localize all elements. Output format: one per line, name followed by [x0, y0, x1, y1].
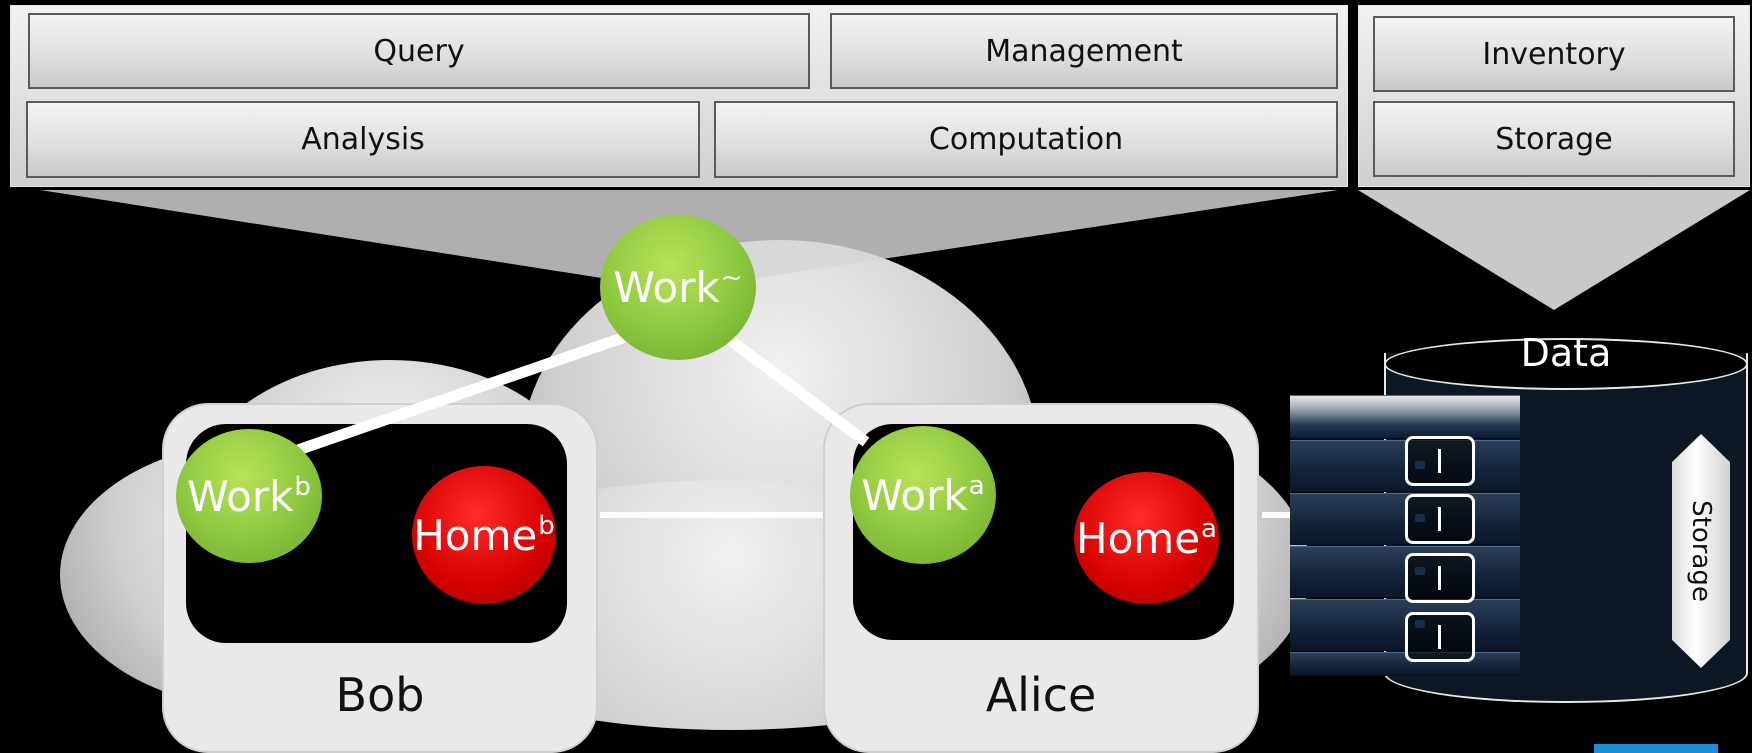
storage-slot-1[interactable]	[1405, 436, 1475, 486]
data-cylinder-top	[1384, 338, 1748, 390]
storage-slot-4[interactable]	[1405, 612, 1475, 662]
home-bob-node[interactable]: Homeb	[412, 466, 556, 604]
storage-slot-3[interactable]	[1405, 553, 1475, 603]
link-cloud-work-alice	[726, 335, 870, 447]
computation-button[interactable]: Computation	[714, 101, 1338, 178]
work-alice-label: Worka	[861, 470, 985, 520]
work-cloud-label: Work~	[613, 263, 743, 312]
storage-button[interactable]: Storage	[1373, 101, 1735, 177]
right-projection-triangle	[1358, 190, 1750, 310]
work-cloud-node[interactable]: Work~	[600, 215, 756, 360]
query-button[interactable]: Query	[28, 13, 810, 89]
corner-tab	[1594, 744, 1718, 753]
analysis-button[interactable]: Analysis	[26, 101, 700, 178]
storage-side-label: Storage	[1686, 500, 1716, 602]
work-bob-label: Workb	[187, 471, 311, 521]
alice-label: Alice	[985, 668, 1097, 722]
link-cloud-work-bob	[296, 330, 630, 456]
home-alice-label: Homea	[1076, 513, 1217, 563]
bob-label: Bob	[335, 668, 425, 722]
home-bob-label: Homeb	[413, 510, 555, 560]
storage-arrow	[1672, 434, 1730, 668]
data-title: Data	[1520, 331, 1612, 375]
management-button[interactable]: Management	[830, 13, 1338, 89]
home-alice-node[interactable]: Homea	[1074, 472, 1219, 604]
work-alice-node[interactable]: Worka	[850, 426, 996, 564]
work-bob-node[interactable]: Workb	[176, 429, 322, 563]
inventory-button[interactable]: Inventory	[1373, 16, 1735, 92]
storage-slot-2[interactable]	[1405, 494, 1475, 544]
